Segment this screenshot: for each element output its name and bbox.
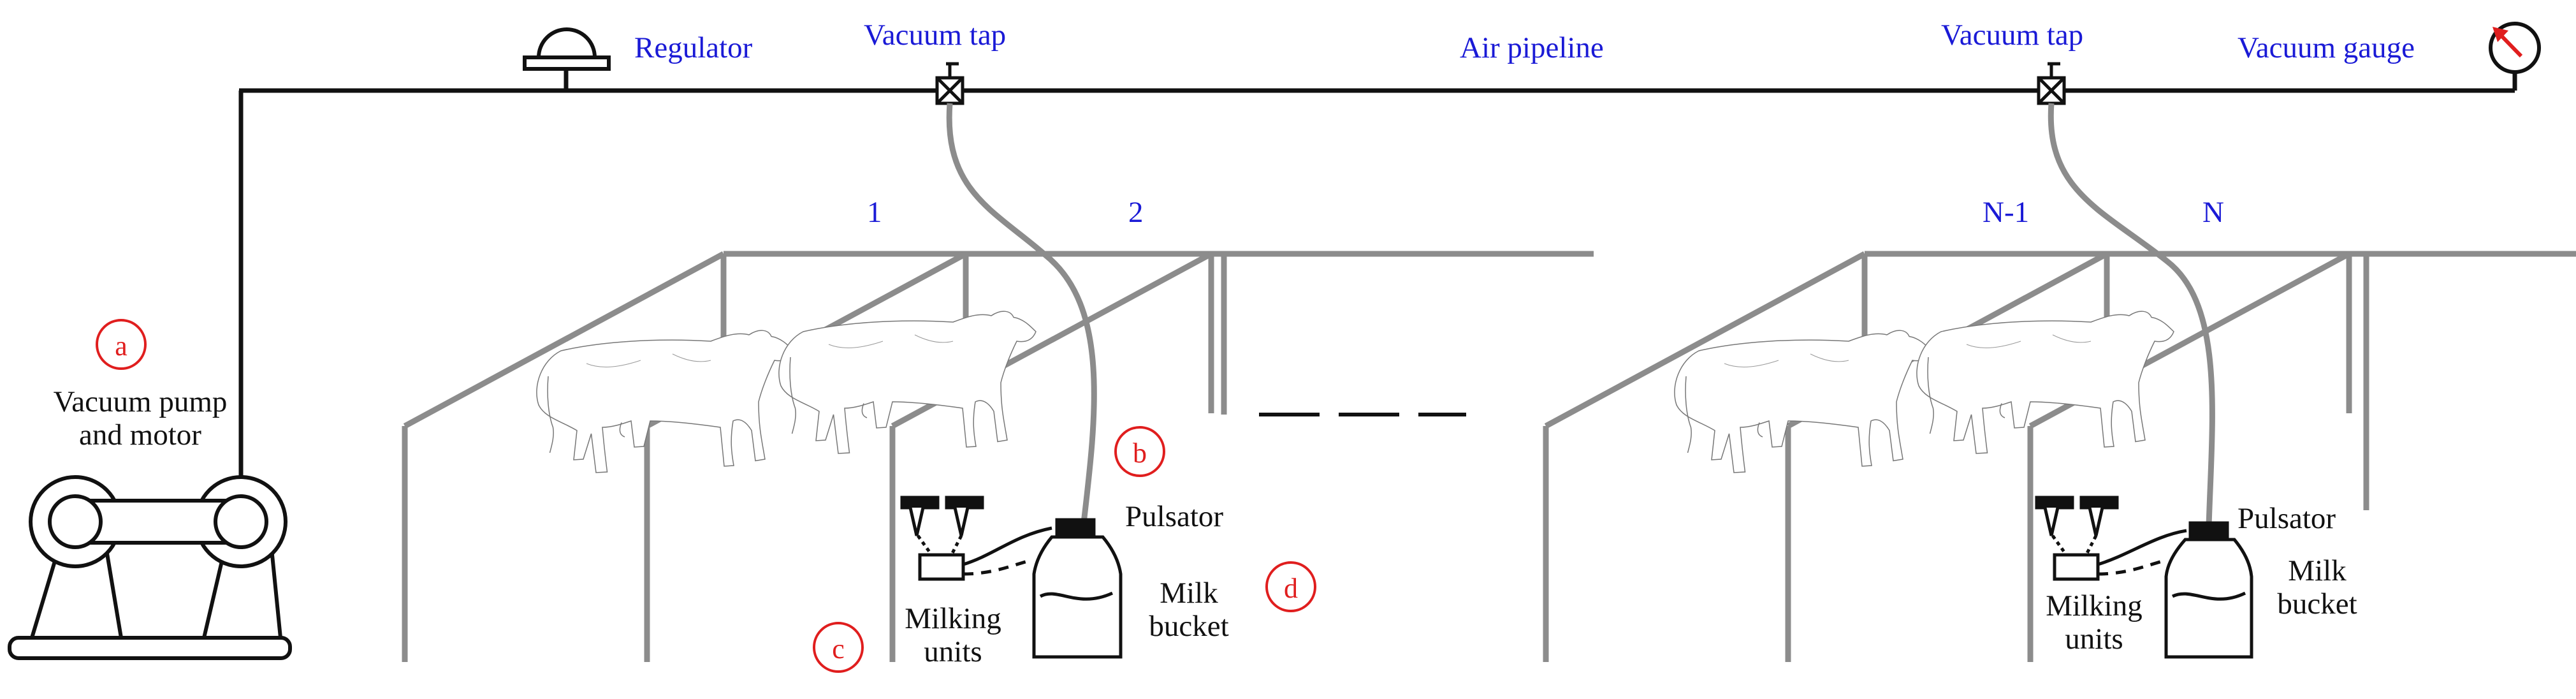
milking-units-label-1-line1: Milking <box>905 602 1001 635</box>
milking-units-label-2: Milking units <box>2040 589 2148 656</box>
milking-units-label-1: Milking units <box>899 602 1007 668</box>
pulsator-label-2: Pulsator <box>2238 502 2336 535</box>
marker-d: d <box>1265 561 1316 612</box>
regulator-label: Regulator <box>634 31 753 64</box>
pump-label: Vacuum pump and motor <box>25 385 255 452</box>
stall-end-posts <box>1221 254 2369 510</box>
milk-bucket-label-1: Milk bucket <box>1141 577 1237 643</box>
marker-c: c <box>813 622 864 673</box>
pump-label-line2: and motor <box>79 418 201 452</box>
vacuum-tap-label-1: Vacuum tap <box>864 18 1007 52</box>
vacuum-gauge-icon <box>2489 22 2541 74</box>
milking-set-1 <box>900 496 1123 659</box>
pump-label-line1: Vacuum pump <box>53 385 228 418</box>
vacuum-pump-motor-icon <box>8 475 292 660</box>
milk-bucket-label-1-line1: Milk <box>1160 577 1218 610</box>
pulsator-label-1: Pulsator <box>1125 500 1224 533</box>
stall-number-n: N <box>2202 196 2224 229</box>
milking-units-label-1-line2: units <box>924 635 982 668</box>
vacuum-hose-1 <box>946 103 1097 524</box>
milk-bucket-label-2: Milk bucket <box>2269 554 2365 621</box>
marker-a: a <box>96 319 147 370</box>
marker-b: b <box>1114 426 1165 477</box>
regulator-icon <box>523 27 611 71</box>
milking-units-label-2-line2: units <box>2065 622 2123 656</box>
stall-number-n-1: N-1 <box>1983 196 2030 229</box>
milking-units-label-2-line1: Milking <box>2046 589 2143 622</box>
vacuum-gauge-label: Vacuum gauge <box>2238 31 2415 64</box>
vacuum-tap-icon-1 <box>935 62 964 105</box>
milking-set-2 <box>2035 496 2253 659</box>
stall-number-1: 1 <box>867 196 882 229</box>
air-pipeline-label: Air pipeline <box>1460 31 1604 64</box>
cow-figures <box>536 311 2174 473</box>
milk-bucket-label-2-line1: Milk <box>2288 554 2347 587</box>
vacuum-tap-icon-2 <box>2037 62 2066 105</box>
stall-number-2: 2 <box>1128 196 1144 229</box>
vacuum-hose-2 <box>2048 103 2215 527</box>
milk-bucket-label-2-line2: bucket <box>2277 587 2357 621</box>
milk-bucket-label-1-line2: bucket <box>1149 609 1229 643</box>
vacuum-tap-label-2: Vacuum tap <box>1941 18 2084 52</box>
